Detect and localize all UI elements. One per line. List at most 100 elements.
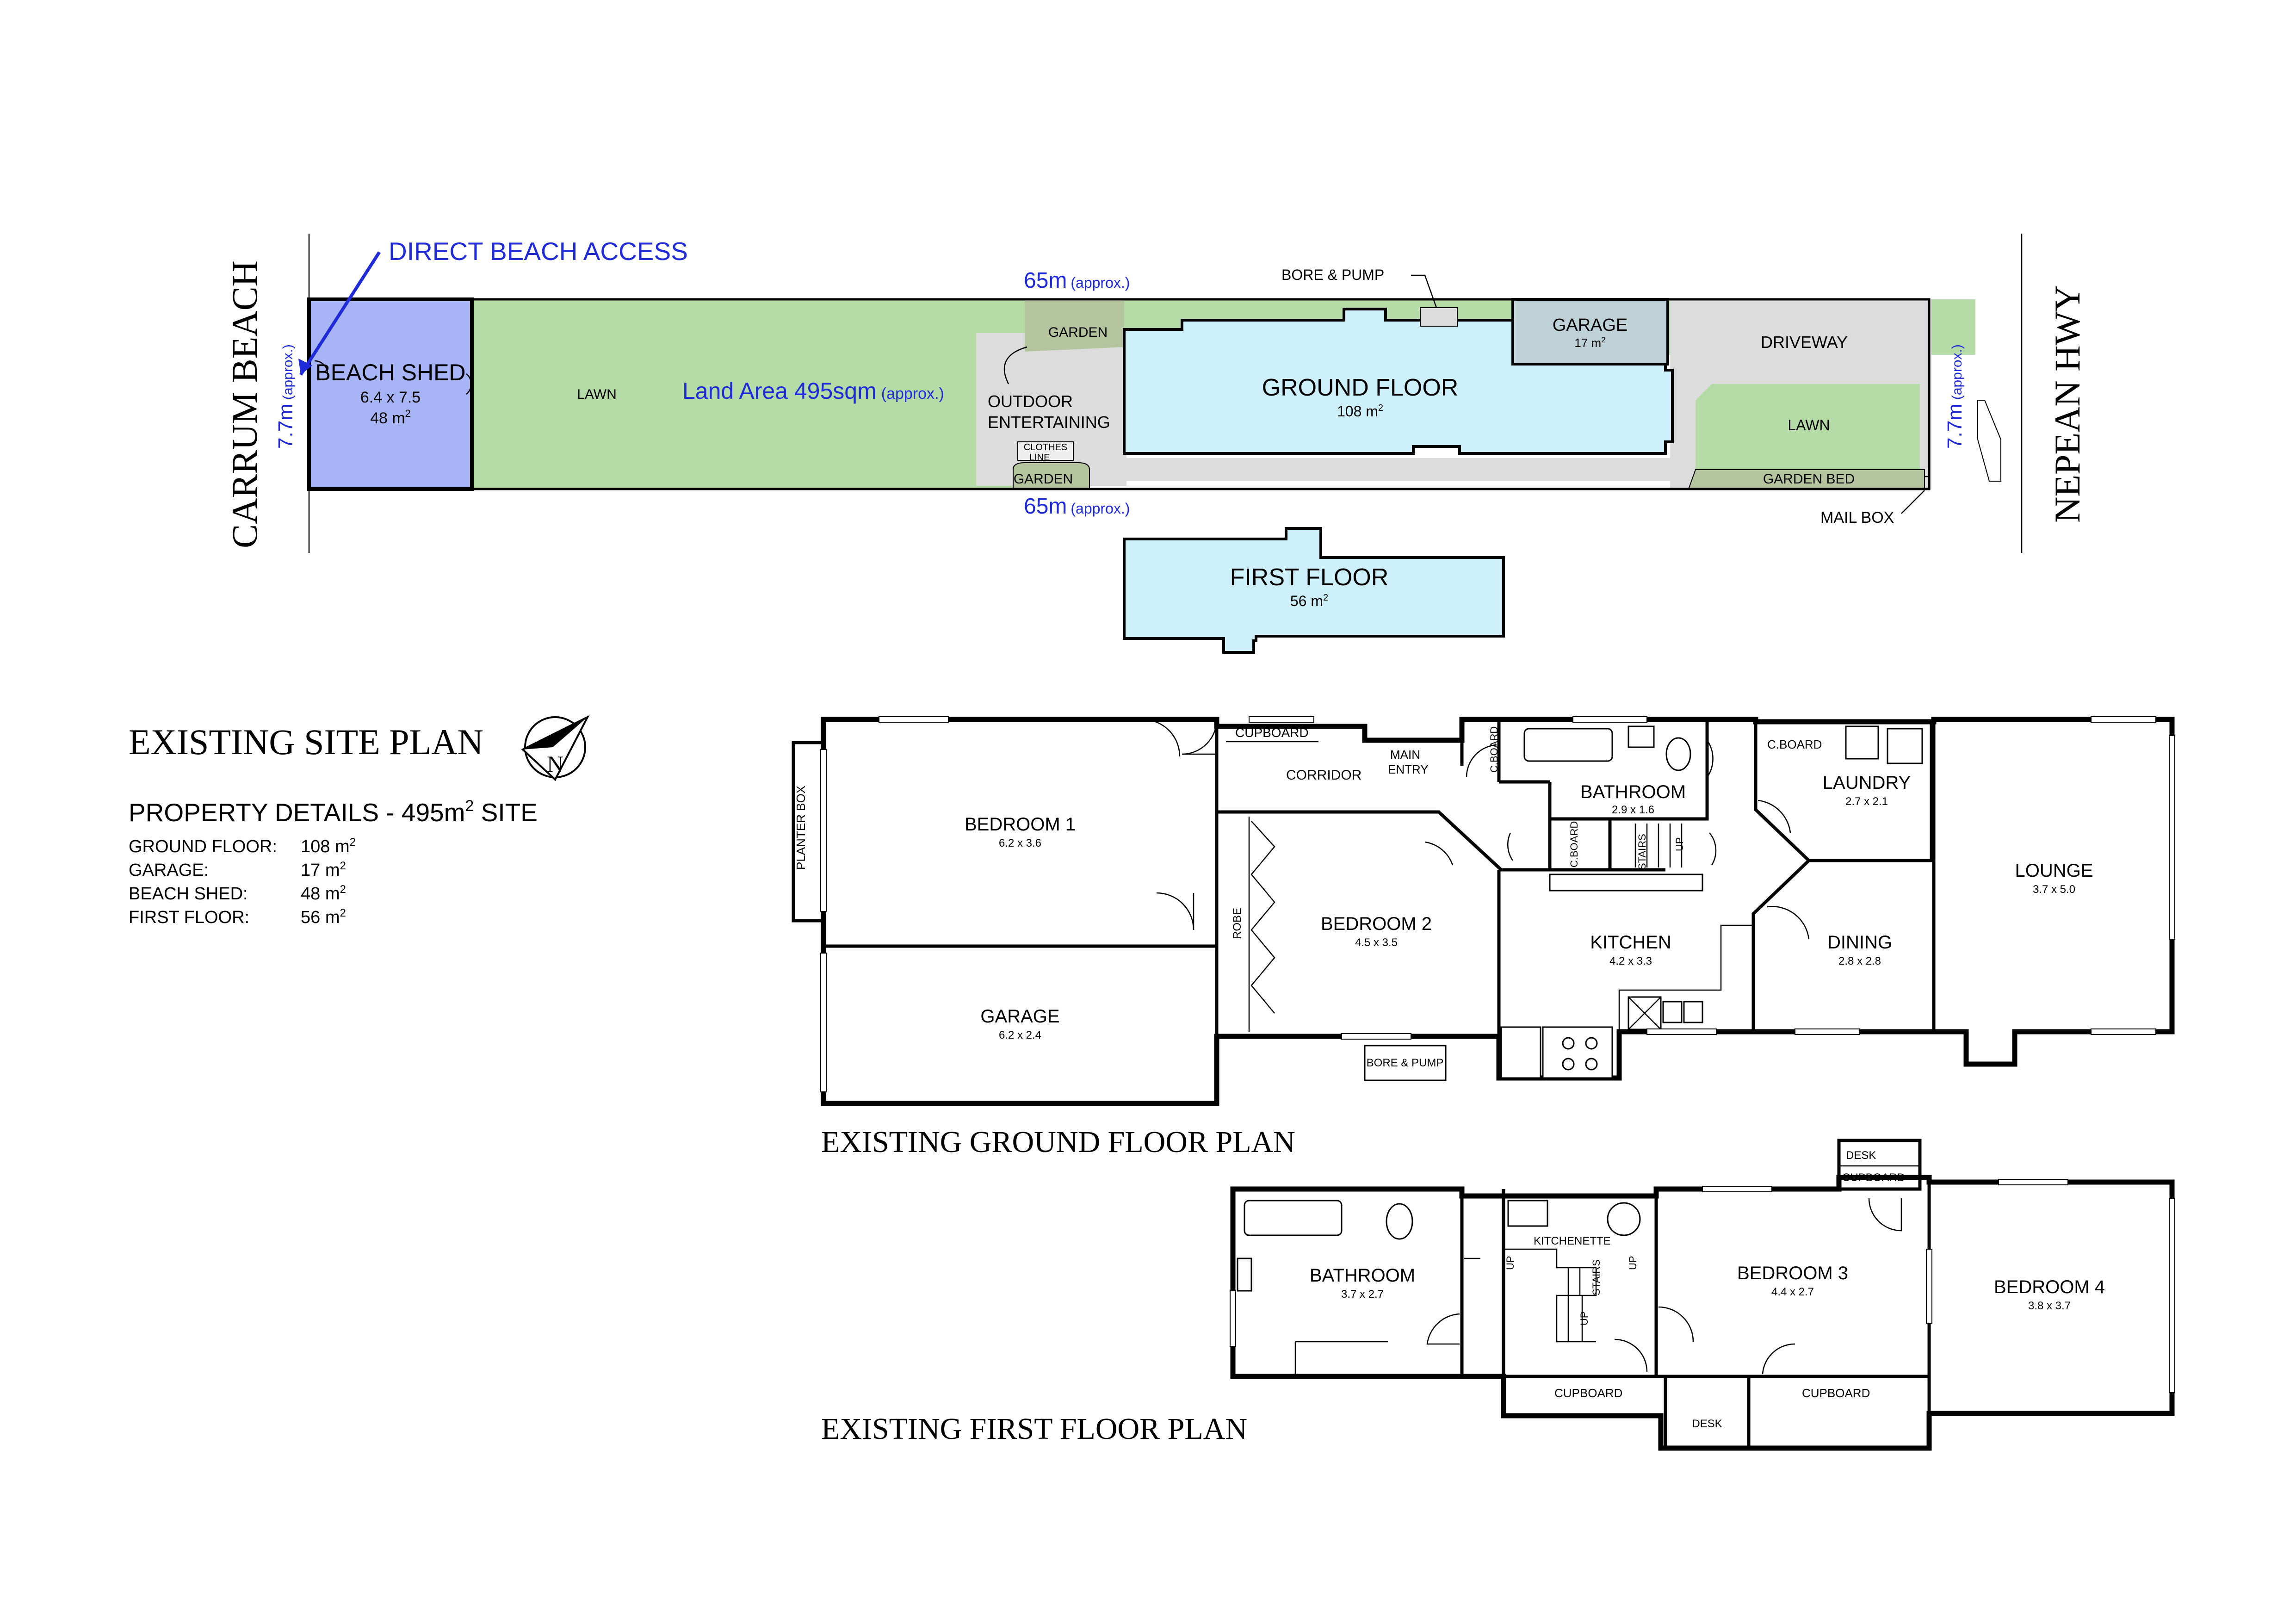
washing-machine-icon <box>1887 728 1923 764</box>
property-row-value: 56 m2 <box>301 907 346 927</box>
door-swing-icon <box>1182 719 1218 755</box>
window <box>1646 1028 1717 1035</box>
garden-bed-label: GARDEN BED <box>1763 471 1855 487</box>
beach-shed-door-icon <box>314 360 328 374</box>
garden-top-area <box>1025 301 1124 352</box>
path-strip-bottom <box>1124 458 1698 481</box>
bedroom3-dims: 4.4 x 2.7 <box>1771 1286 1814 1298</box>
window <box>1230 1290 1236 1347</box>
window <box>1572 716 1647 723</box>
land-area-label: Land Area 495sqm(approx.) <box>682 378 944 404</box>
garden-bottom-area <box>1013 462 1090 489</box>
sink-icon <box>1628 997 1661 1030</box>
door-swing-icon <box>1426 1313 1460 1345</box>
fridge-icon <box>1500 1026 1541 1079</box>
property-row-value: 17 m2 <box>301 860 346 880</box>
robe-doors-icon <box>1250 821 1275 1014</box>
property-row-value: 108 m2 <box>301 836 356 856</box>
beach-shed-footprint <box>307 297 474 491</box>
svg-text:N: N <box>547 751 563 777</box>
ff-bathroom-name: BATHROOM <box>1310 1265 1415 1286</box>
site-garage-footprint <box>1511 298 1669 365</box>
first-floor-plan: BATHROOM 3.7 x 2.7 BEDROOM 3 4.4 x 2.7 B… <box>821 1139 2175 1451</box>
kitchenette-label: KITCHENETTE <box>1534 1235 1611 1247</box>
window <box>2169 735 2175 940</box>
driveway-label: DRIVEWAY <box>1761 333 1848 352</box>
door-swing-icon <box>1706 740 1714 778</box>
beach-shed-dims: 6.4 x 7.5 <box>360 389 421 406</box>
garage-dims: 6.2 x 2.4 <box>999 1029 1041 1041</box>
kitchen-bench <box>1618 924 1753 1032</box>
door-swing-icon <box>1762 1343 1795 1375</box>
outdoor-label-1: OUTDOOR <box>988 392 1073 411</box>
laundry-name: LAUNDRY <box>1823 773 1911 793</box>
bore-pump-leader <box>1411 274 1437 308</box>
door-swing-icon <box>1767 906 1810 940</box>
desk-cupboard-box <box>1837 1139 1922 1191</box>
site-garage-area: 17 m2 <box>1574 335 1605 350</box>
kitchenette-sink-icon <box>1507 1200 1548 1227</box>
beach-access-arrow-icon <box>299 251 381 376</box>
window <box>879 716 949 723</box>
desk-label-bottom: DESK <box>1692 1418 1722 1430</box>
garden-bottom-label: GARDEN <box>1014 471 1073 487</box>
bore-pump-label: BORE & PUMP <box>1281 266 1384 283</box>
kitchenette-bowl-icon <box>1607 1202 1641 1236</box>
cupboard-label-2: CUPBOARD <box>1802 1386 1870 1400</box>
garden-top-label: GARDEN <box>1048 325 1108 340</box>
clothes-line-fixture <box>1017 441 1074 461</box>
clothes-line-label-1: CLOTHES <box>1024 442 1067 452</box>
ground-floor-footprint <box>1123 308 1674 455</box>
bore-pump-plant-box <box>1364 1045 1447 1081</box>
ff-stairs-label: STAIRS <box>1590 1259 1602 1295</box>
ground-floor-name: GROUND FLOOR <box>1262 374 1459 401</box>
desk-label-top: DESK <box>1846 1149 1876 1162</box>
cboard-label-1: C.BOARD <box>1488 726 1500 773</box>
site-plan: DIRECT BEACH ACCESS CARRUM BEACH NEPEAN … <box>224 234 2087 654</box>
up-label: UP <box>1674 837 1685 851</box>
window <box>2091 716 2156 723</box>
basin-icon <box>1628 725 1655 748</box>
ff-bathroom-dims: 3.7 x 2.7 <box>1341 1288 1384 1301</box>
ff-up-label-1: UP <box>1504 1256 1516 1270</box>
cupboard-label-1: CUPBOARD <box>1554 1386 1622 1400</box>
dining-name: DINING <box>1827 932 1892 953</box>
bore-pump-box <box>1420 307 1458 327</box>
burner-icon <box>1562 1037 1575 1050</box>
toilet-icon <box>1665 737 1691 771</box>
lawn-left-label: LAWN <box>577 387 617 402</box>
property-row-value: 48 m2 <box>301 883 346 904</box>
burner-icon <box>1585 1058 1598 1071</box>
window <box>2169 1198 2175 1393</box>
first-floor-outer-wall <box>1230 1175 2175 1451</box>
first-floor-footprint <box>1123 527 1505 654</box>
planter-box-label: PLANTER BOX <box>794 786 808 870</box>
window <box>2091 1028 2156 1035</box>
mail-box-leader <box>1901 490 1925 514</box>
corridor-label: CORRIDOR <box>1286 768 1362 783</box>
ground-floor-area: 108 m2 <box>1337 403 1383 420</box>
lounge-dims: 3.7 x 5.0 <box>2033 883 2075 896</box>
door-swing-icon <box>1156 892 1194 930</box>
beach-access-arrowhead-icon <box>298 359 312 375</box>
ground-floor-plan: PLANTER BOX <box>792 716 2175 1159</box>
entry-label: ENTRY <box>1388 762 1429 776</box>
sink-bowl-icon <box>1662 1001 1683 1023</box>
beach-shed-door-icon <box>466 373 472 395</box>
beach-shed-area: 48 m2 <box>370 408 411 427</box>
kitchen-shelf-icon <box>1549 873 1703 892</box>
ff-up-label-3: UP <box>1578 1311 1590 1326</box>
site-garage-name: GARAGE <box>1553 316 1628 335</box>
bedroom1-name: BEDROOM 1 <box>965 814 1076 835</box>
carrum-beach-label: CARRUM BEACH <box>224 260 265 548</box>
property-details-title: PROPERTY DETAILS - 495m2 SITE <box>129 797 538 827</box>
length-top-label: 65m(approx.) <box>1024 268 1130 293</box>
bathtub-icon <box>1523 728 1613 762</box>
lawn-left-area <box>472 299 1025 489</box>
door-swing-icon <box>1142 719 1181 757</box>
robe-label: ROBE <box>1231 908 1244 939</box>
lawn-right-label: LAWN <box>1788 417 1830 434</box>
bathroom-dims: 2.9 x 1.6 <box>1612 804 1654 816</box>
sink-bowl-icon <box>1683 1001 1703 1023</box>
stairs-label: STAIRS <box>1636 834 1648 870</box>
